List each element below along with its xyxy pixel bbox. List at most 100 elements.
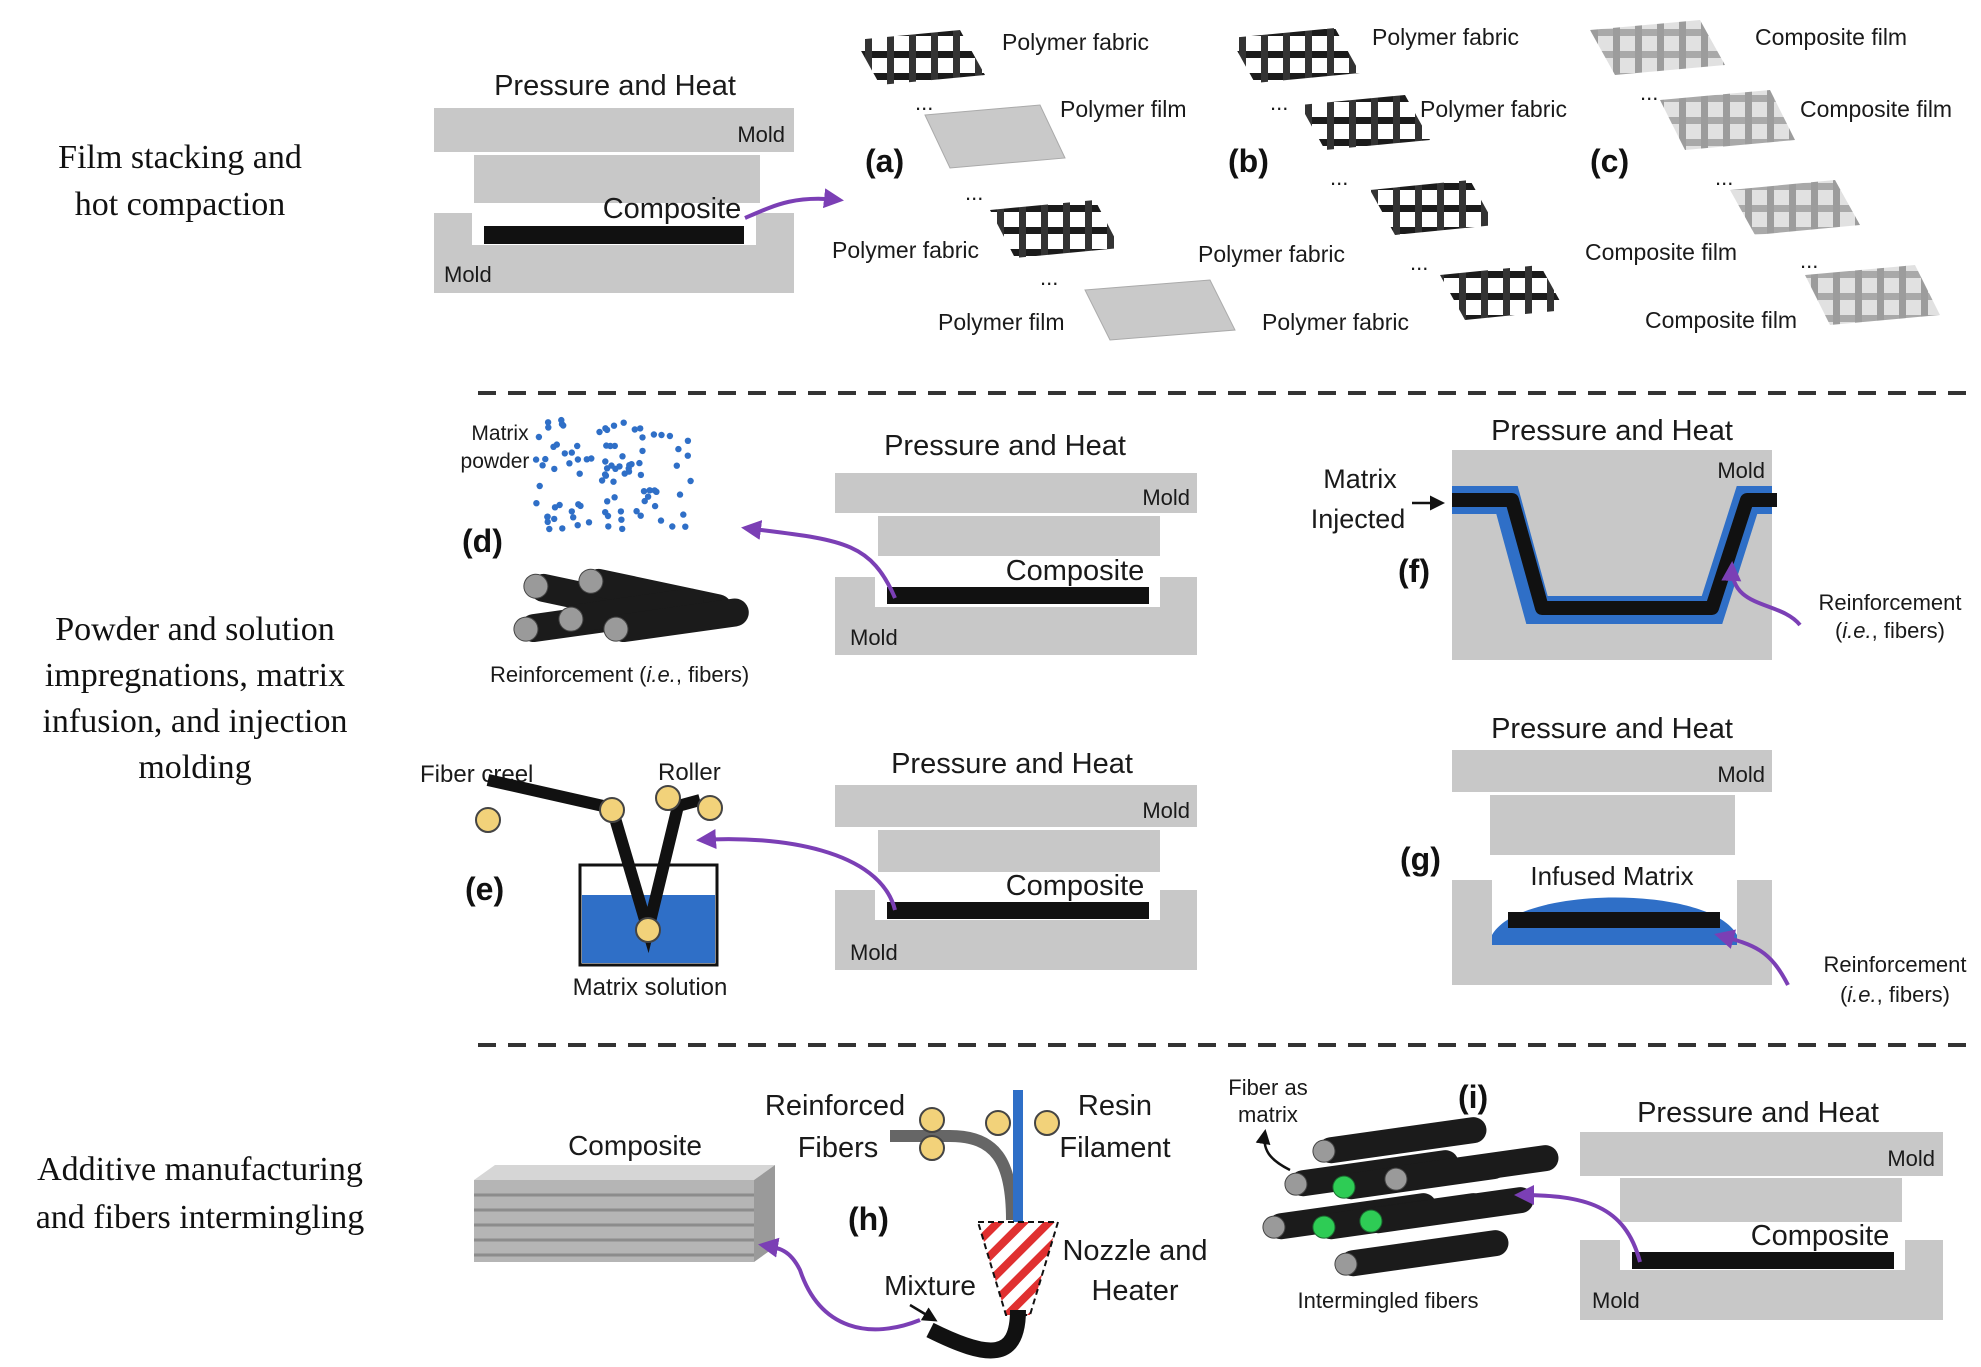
powder-dot [617,508,625,515]
mold-label: Mold [1717,762,1765,787]
fiber-bundle-d [513,568,749,643]
powder-dot [631,426,638,433]
powder-dot [604,512,612,520]
powder-dot [575,501,582,508]
mold-punch [1620,1178,1902,1222]
powder-dot [536,482,543,490]
injection-molding-f: Pressure and Heat Mold Matrix Injected (… [1311,415,1962,660]
powder-dot [551,504,559,511]
mold-bottom [835,890,1197,970]
polymer-fabric-label: Polymer fabric [1198,241,1345,267]
composite-film-label: Composite film [1645,307,1797,333]
section-title-line: Powder and solution [55,611,335,648]
reinforcement-label-g: (i.e., fibers) [1840,982,1950,1007]
powder-dot [640,488,648,495]
mold-bottom [1452,880,1772,985]
press-d: Pressure and Heat Mold Composite Mold [741,430,1197,655]
powder-dot [650,431,658,438]
roller-icon [919,1107,945,1133]
figure-letter-c: (c) [1590,143,1629,179]
polymer-fabric-icon [1370,180,1495,235]
powder-dot [602,458,609,465]
composite-film-icon [1805,265,1940,325]
powder-dot [605,523,612,530]
powder-dot [583,456,590,463]
mold-label: Mold [1142,485,1190,510]
matrix-powder-label: powder [461,450,530,473]
composite-layer [887,587,1149,604]
powder-dot [559,525,566,532]
nozzle-heater-label: Heater [1091,1275,1178,1307]
mold-punch [1490,795,1735,855]
purple-arrow [1721,561,1802,627]
matrix-powder-dots [532,416,694,533]
matrix-injected-label: Injected [1311,504,1406,534]
ellipsis-label: ... [965,180,983,205]
fiber-as-matrix-label: matrix [1238,1102,1298,1127]
powder-dot [651,487,658,494]
composite-film-icon [1660,90,1795,150]
pressure-heat-label: Pressure and Heat [494,70,736,102]
powder-dot [684,437,692,444]
polymer-fabric-label: Polymer fabric [1262,309,1409,335]
figure-letter-g: (g) [1400,841,1441,877]
composite-film-label: Composite film [1755,24,1907,50]
roller-icon [475,807,501,833]
roller-icon [919,1135,945,1161]
mold-top-plate [1452,750,1772,792]
nozzle-heater-label: Nozzle and [1062,1235,1207,1267]
stack-a: (a) Polymer fabric ... Polymer film ... … [832,29,1236,341]
mold-label: Mold [444,262,492,287]
figure-letter-b: (b) [1228,143,1269,179]
reinforcement-label-d: Reinforcement (i.e., fibers) [490,662,749,687]
matrix-powder-label: Matrix [471,422,529,445]
purple-arrow [1714,929,1790,986]
am-composite-block: Composite [474,1130,921,1332]
powder-dot [604,498,611,505]
roller-icon [697,795,723,821]
polymer-film-label: Polymer film [938,309,1065,335]
mold-bottom [835,577,1197,655]
powder-dot [651,502,659,510]
powder-dot [532,456,540,463]
mold-punch [474,155,760,203]
pressure-heat-label: Pressure and Heat [1491,415,1733,447]
ellipsis-label: ... [1800,248,1818,273]
fiber-reinforcement-f [1452,493,1777,615]
mold-punch [878,516,1160,556]
mold-label: Mold [850,625,898,650]
powder-dot [639,447,646,455]
composite-label: Composite [1006,555,1145,587]
section-title-additive: Additive manufacturing and fibers interm… [36,1151,365,1236]
polymer-fabric-icon [855,30,985,85]
reinforced-fibers-label: Fibers [798,1132,879,1164]
powder-dot [568,449,575,456]
powder-dot [673,462,680,469]
powder-dot [539,462,546,469]
section-title-powder: Powder and solution impregnations, matri… [42,611,347,786]
matrix-injected-label: Matrix [1323,464,1397,494]
ellipsis-label: ... [1410,250,1428,275]
powder-dot [657,517,665,524]
composite-block [474,1180,754,1262]
ellipsis-label: ... [915,90,933,115]
reinforcement-label-f: Reinforcement [1818,590,1961,615]
powder-dot [574,456,582,463]
polymer-fabric-icon [990,200,1120,258]
powder-dot [639,434,646,441]
nozzle-heater [976,1221,1060,1316]
powder-dot [684,452,691,459]
mold-bottom [434,213,794,293]
section-title-line: and fibers intermingling [36,1199,365,1236]
figure-letter-a: (a) [865,143,904,179]
ellipsis-label: ... [1270,90,1288,115]
press-e: Pressure and Heat Mold Composite Mold [696,748,1197,970]
ellipsis-label: ... [1715,165,1733,190]
powder-dot [596,428,603,436]
powder-dot [619,453,626,460]
powder-dot [619,525,626,533]
mold-top-plate [434,108,794,152]
roller-label: Roller [658,759,721,786]
powder-dot [558,416,565,424]
matrix-infusion-g: Pressure and Heat Mold Infused Matrix (g… [1400,713,1967,1007]
